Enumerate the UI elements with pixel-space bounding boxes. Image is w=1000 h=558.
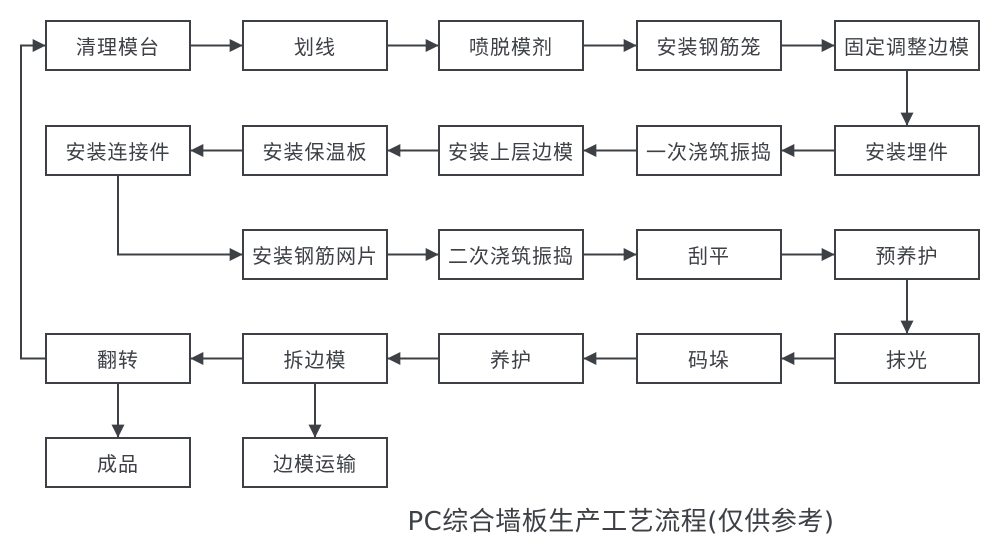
flow-node-second-pour-vibrate: 二次浇筑振捣 <box>438 229 584 280</box>
flow-node-pre-curing: 预养护 <box>834 229 980 280</box>
flow-node-fix-adjust-side-mold: 固定调整边模 <box>834 20 980 71</box>
flow-node-install-insulation-board: 安装保温板 <box>242 125 388 176</box>
flow-node-scrape-level: 刮平 <box>636 229 782 280</box>
flow-node-stacking: 码垛 <box>636 333 782 384</box>
flow-node-curing: 养护 <box>438 333 584 384</box>
flow-node-spray-release-agent: 喷脱模剂 <box>438 20 584 71</box>
flow-node-install-rebar-mesh: 安装钢筋网片 <box>242 229 388 280</box>
flow-node-trowel-finish: 抹光 <box>834 333 980 384</box>
flow-node-flip: 翻转 <box>45 333 191 384</box>
flow-node-install-embedded-parts: 安装埋件 <box>834 125 980 176</box>
flow-node-remove-side-mold: 拆边模 <box>242 333 388 384</box>
flow-node-finished-product: 成品 <box>45 437 191 488</box>
flow-node-marking: 划线 <box>242 20 388 71</box>
edge-flip-to-clean-mold-platform <box>20 39 46 360</box>
diagram-title: PC综合墙板生产工艺流程(仅供参考) <box>407 507 835 537</box>
flow-node-install-connectors: 安装连接件 <box>45 125 191 176</box>
flow-node-install-rebar-cage: 安装钢筋笼 <box>636 20 782 71</box>
flow-node-side-mold-transport: 边模运输 <box>242 437 388 488</box>
edge-install-connectors-to-install-rebar-mesh <box>117 176 243 261</box>
flow-node-clean-mold-platform: 清理模台 <box>45 20 191 71</box>
flow-node-install-upper-side-mold: 安装上层边模 <box>438 125 584 176</box>
flow-node-first-pour-vibrate: 一次浇筑振捣 <box>636 125 782 176</box>
